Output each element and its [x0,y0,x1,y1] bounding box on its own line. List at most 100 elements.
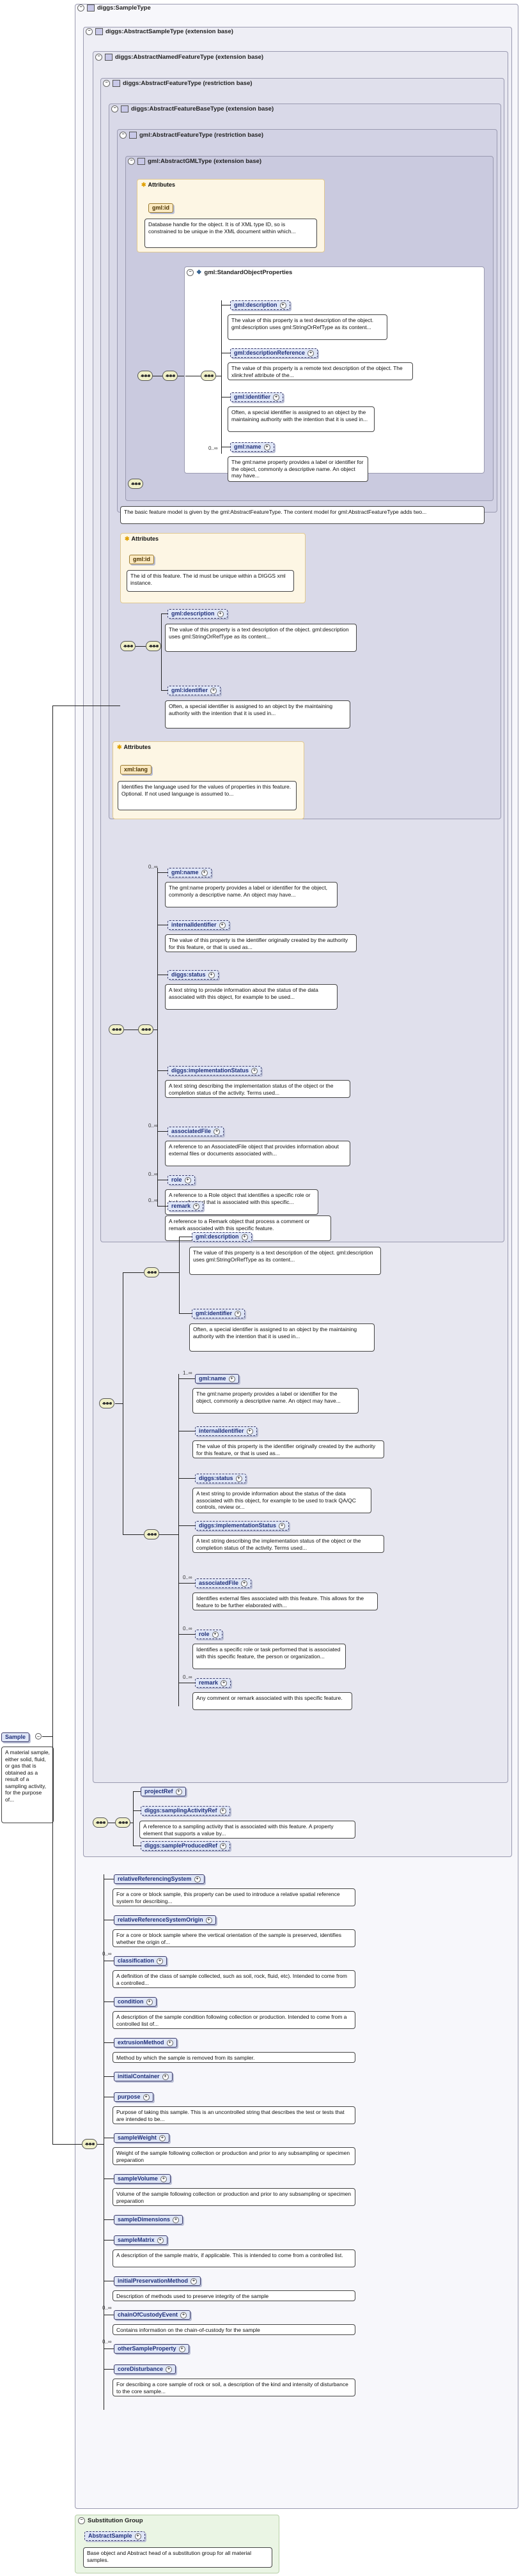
expand-icon[interactable]: + [191,2278,198,2285]
expand-icon[interactable]: + [205,1917,212,1924]
expand-icon[interactable]: + [214,1128,221,1135]
collapse-toggle-icon[interactable]: − [78,2517,85,2524]
expand-icon[interactable]: + [221,1679,228,1686]
expand-icon[interactable]: + [193,1203,200,1210]
collapse-toggle-icon[interactable]: − [103,79,110,87]
element-name[interactable]: gml:name+ [230,442,274,452]
sequence-icon[interactable] [144,1529,159,1539]
expand-icon[interactable]: + [157,2237,164,2244]
element-relative-reference-system-origin[interactable]: relativeReferenceSystemOrigin+ [114,1915,216,1925]
element-role[interactable]: role+ [195,1630,222,1639]
element-role[interactable]: role+ [167,1175,195,1185]
expand-icon[interactable]: + [251,1067,258,1074]
expand-icon[interactable]: + [160,2175,167,2182]
element-internalidentifier[interactable]: internalIdentifier+ [167,920,229,930]
group-standard-object-properties-header[interactable]: −❖gml:StandardObjectProperties [187,268,292,277]
sequence-icon[interactable] [162,371,178,381]
element-diggs-status[interactable]: diggs:status+ [195,1474,246,1483]
element-identifier[interactable]: gml:identifier+ [230,392,284,402]
expand-icon[interactable]: + [273,394,280,401]
expand-icon[interactable]: + [241,1580,248,1587]
attr-gml-id-feature[interactable]: gml:id [129,555,154,564]
expand-icon[interactable]: + [157,1957,164,1964]
collapse-toggle-icon[interactable]: − [77,4,84,12]
collapse-toggle-icon[interactable]: − [120,131,127,139]
element-associatedfile[interactable]: associatedFile+ [195,1578,252,1588]
element-sample-matrix[interactable]: sampleMatrix+ [114,2235,167,2245]
element-remark[interactable]: remark+ [195,1678,231,1688]
expand-icon[interactable]: + [178,2345,185,2352]
sequence-icon[interactable] [137,371,153,381]
expand-icon[interactable]: + [146,1998,153,2005]
collapse-toggle-icon[interactable]: − [128,157,135,165]
sequence-icon[interactable] [144,1267,159,1277]
collapse-toggle-icon[interactable]: − [187,268,194,276]
element-gml-name[interactable]: gml:name+ [195,1374,239,1384]
expand-icon[interactable]: + [235,1475,242,1482]
element-project-ref[interactable]: projectRef+ [141,1787,186,1796]
sequence-icon[interactable] [146,641,161,651]
sequence-icon[interactable] [109,1024,124,1035]
substitution-group-header[interactable]: −Substitution Group [78,2517,143,2526]
expand-icon[interactable]: + [166,2039,173,2046]
element-sample-produced-ref[interactable]: diggs:sampleProducedRef+ [141,1841,231,1851]
element-abstract-sample[interactable]: AbstractSample+ [84,2531,145,2541]
element-initial-preservation-method[interactable]: initialPreservationMethod+ [114,2276,201,2286]
element-gml-identifier-named[interactable]: gml:identifier+ [192,1309,245,1318]
sequence-icon[interactable] [82,2139,97,2149]
expand-icon[interactable]: + [184,1176,191,1184]
element-core-disturbance[interactable]: coreDisturbance+ [114,2364,176,2374]
expand-icon[interactable]: + [201,869,208,876]
sequence-icon[interactable] [138,1024,153,1035]
expand-icon[interactable]: + [263,443,270,451]
expand-icon[interactable]: + [279,302,286,309]
expand-icon[interactable]: + [208,971,215,978]
root-expand-icon[interactable]: − [35,1733,42,1739]
collapse-toggle-icon[interactable]: − [86,27,93,35]
expand-icon[interactable]: + [246,1428,253,1435]
expand-icon[interactable]: + [180,2311,187,2318]
expand-icon[interactable]: + [143,2094,150,2101]
element-diggs-implementationstatus[interactable]: diggs:implementationStatus+ [167,1066,262,1076]
gml-abstract-feature-type-header[interactable]: −gml:AbstractFeatureType (restriction ba… [120,131,263,140]
expand-icon[interactable]: + [162,2073,169,2080]
abstract-feature-type-header[interactable]: −diggs:AbstractFeatureType (restriction … [103,79,253,88]
collapse-toggle-icon[interactable]: − [95,53,102,61]
expand-icon[interactable]: + [212,1631,219,1638]
sequence-icon[interactable] [128,479,143,489]
sequence-icon[interactable] [93,1817,108,1828]
element-gml-identifier-feature[interactable]: gml:identifier+ [167,686,221,695]
expand-icon[interactable]: + [194,1876,201,1883]
gml-abstract-gml-type-header[interactable]: −gml:AbstractGMLType (extension base) [128,157,261,166]
abstract-named-feature-type-header[interactable]: −diggs:AbstractNamedFeatureType (extensi… [95,53,263,62]
element-purpose[interactable]: purpose+ [114,2092,153,2102]
abstract-sample-type-header[interactable]: −diggs:AbstractSampleType (extension bas… [86,27,233,36]
attr-gml-id[interactable]: gml:id [148,203,173,213]
sequence-icon[interactable] [115,1817,130,1828]
element-gml-name[interactable]: gml:name+ [167,868,212,877]
element-associatedfile[interactable]: associatedFile+ [167,1127,224,1136]
element-chain-of-custody-event[interactable]: chainOfCustodyEvent+ [114,2310,191,2320]
abstract-feature-base-type-header[interactable]: −diggs:AbstractFeatureBaseType (extensio… [111,105,274,114]
element-description-ref[interactable]: gml:descriptionReference+ [230,348,318,358]
element-condition[interactable]: condition+ [114,1997,157,2007]
element-sample-volume[interactable]: sampleVolume+ [114,2174,171,2184]
expand-icon[interactable]: + [307,350,315,357]
expand-icon[interactable]: + [173,2216,180,2223]
element-internalidentifier[interactable]: internalIdentifier+ [195,1426,257,1436]
element-sampling-activity-ref[interactable]: diggs:samplingActivityRef+ [141,1806,230,1816]
expand-icon[interactable]: + [279,1522,286,1529]
element-gml-description-named[interactable]: gml:description+ [192,1232,252,1242]
expand-icon[interactable]: + [159,2134,166,2141]
expand-icon[interactable]: + [219,922,226,929]
element-classification[interactable]: classification+ [114,1956,167,1966]
element-initial-container[interactable]: initialContainer+ [114,2072,173,2081]
sequence-icon[interactable] [120,641,136,651]
element-gml-description-feature[interactable]: gml:description+ [167,609,228,619]
element-diggs-implementationstatus[interactable]: diggs:implementationStatus+ [195,1521,290,1531]
element-diggs-status[interactable]: diggs:status+ [167,970,219,980]
element-remark[interactable]: remark+ [167,1201,204,1211]
attr-xml-lang[interactable]: xml:lang [120,765,152,775]
sequence-icon[interactable] [201,371,216,381]
element-description[interactable]: gml:description+ [230,300,290,310]
